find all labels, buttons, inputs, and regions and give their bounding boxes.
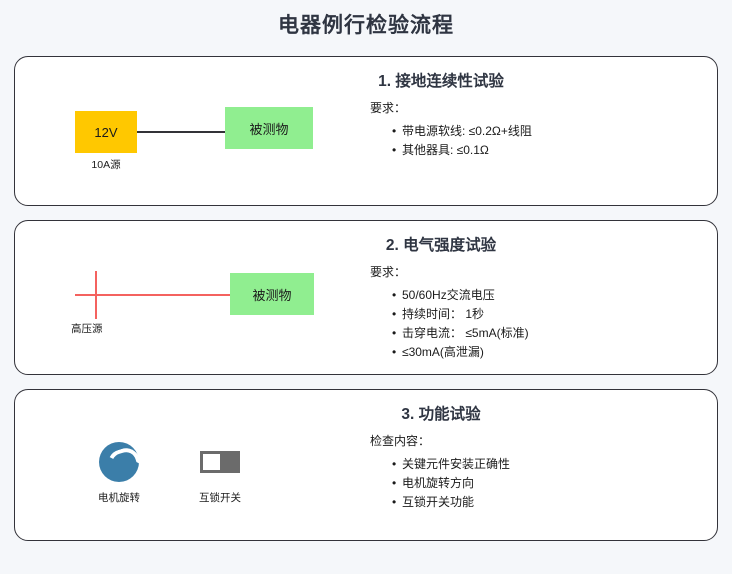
section-card-grounding: 1. 接地连续性试验 12V 10A源 被测物 要求： 带电源软线: ≤0.2Ω…	[14, 56, 718, 206]
source-box-12v: 12V	[75, 111, 137, 153]
section-card-dielectric: 2. 电气强度试验 高压源 被测物 要求： 50/60Hz交流电压 持续时间： …	[14, 220, 718, 375]
interlock-switch-group: 互锁开关	[178, 442, 262, 505]
hv-source-cross-icon	[95, 271, 97, 319]
section-card-list: 1. 接地连续性试验 12V 10A源 被测物 要求： 带电源软线: ≤0.2Ω…	[0, 56, 732, 541]
interlock-switch-icon	[200, 451, 240, 473]
requirements-title-2: 要求：	[370, 265, 407, 279]
section-heading-1: 1. 接地连续性试验	[378, 73, 504, 90]
diagram-dielectric-test: 高压源 被测物	[15, 221, 360, 374]
list-item-overflow: ≤30mA(高泄漏)	[392, 343, 703, 362]
switch-knob	[203, 454, 220, 470]
requirements-list-2: 50/60Hz交流电压 持续时间： 1秒 击穿电流： ≤5mA(标准) ≤30m…	[370, 286, 703, 362]
diagram-functional-test: 电机旋转 互锁开关	[15, 390, 360, 540]
dut-box: 被测物	[230, 273, 314, 315]
list-item: 50/60Hz交流电压	[392, 286, 703, 305]
requirements-block-2: 要求： 50/60Hz交流电压 持续时间： 1秒 击穿电流： ≤5mA(标准) …	[370, 263, 703, 362]
wire-connector	[137, 131, 225, 133]
requirements-title-3: 检查内容：	[370, 434, 431, 448]
list-item: 击穿电流： ≤5mA(标准)	[392, 324, 703, 343]
list-item: 关键元件安装正确性	[392, 455, 703, 474]
source-caption-10a: 10A源	[91, 159, 121, 171]
list-item: 其他器具: ≤0.1Ω	[392, 141, 703, 160]
requirements-block-1: 要求： 带电源软线: ≤0.2Ω+线阻 其他器具: ≤0.1Ω	[370, 99, 703, 160]
list-item: 带电源软线: ≤0.2Ω+线阻	[392, 122, 703, 141]
diagram-grounding-test: 12V 10A源 被测物	[15, 57, 360, 205]
motor-caption: 电机旋转	[98, 492, 140, 504]
section-heading-2: 2. 电气强度试验	[385, 237, 497, 254]
hv-source-caption: 高压源	[71, 323, 103, 335]
page-title: 电器例行检验流程	[278, 14, 454, 37]
motor-rotation-icon	[99, 442, 139, 482]
dut-box: 被测物	[225, 107, 313, 149]
requirements-list-3: 关键元件安装正确性 电机旋转方向 互锁开关功能	[370, 455, 703, 512]
list-item: 互锁开关功能	[392, 493, 703, 512]
hv-wire-horizontal	[75, 294, 230, 296]
list-item: 持续时间： 1秒	[392, 305, 703, 324]
section-card-functional: 3. 功能试验 电机旋转 互锁开关 检查内容： 关键元件安装正确性 电机旋转方向…	[14, 389, 718, 541]
list-item: 电机旋转方向	[392, 474, 703, 493]
switch-caption: 互锁开关	[199, 492, 241, 504]
requirements-block-3: 检查内容： 关键元件安装正确性 电机旋转方向 互锁开关功能	[370, 432, 703, 512]
section-heading-3: 3. 功能试验	[401, 406, 481, 423]
requirements-list-1: 带电源软线: ≤0.2Ω+线阻 其他器具: ≤0.1Ω	[370, 122, 703, 160]
motor-rotation-group: 电机旋转	[77, 442, 161, 505]
requirements-title-1: 要求：	[370, 101, 407, 115]
